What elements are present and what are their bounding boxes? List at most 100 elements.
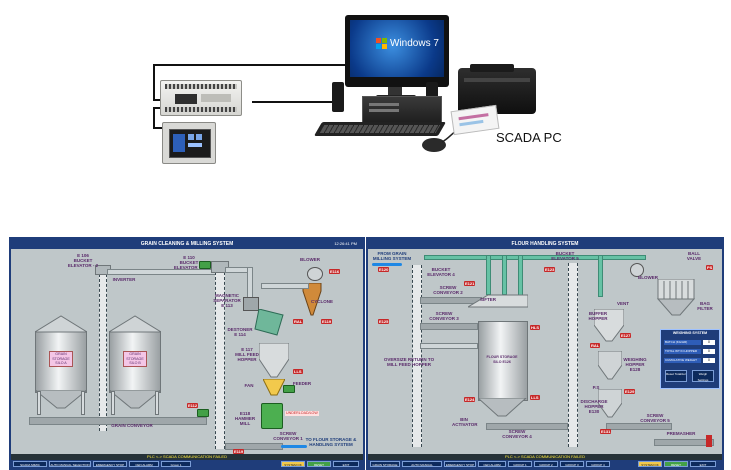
left-btn-emergency-stop[interactable]: EMERGENCY STOP xyxy=(93,461,127,467)
silo-b-roof xyxy=(109,315,161,333)
flour-silo-label: FLOUR STORAGE SILO E126 xyxy=(486,355,518,364)
tag-e120[interactable]: E120 xyxy=(378,267,390,272)
left-comm-status: PLC <-> SCADA COMMUNICATION FAILED xyxy=(11,454,363,460)
left-btn-auto-manual[interactable]: AUTO MANUAL SELECTION xyxy=(49,461,91,467)
right-btn-system-ok[interactable]: SYSTEM OK xyxy=(638,461,662,467)
dust-duct-2 xyxy=(502,255,507,295)
right-btn-emergency-stop[interactable]: EMERGENCY STOP xyxy=(444,461,476,467)
left-scada-screen: GRAIN CLEANING & MILLING SYSTEM 12:26:41… xyxy=(9,237,365,470)
label-elevator-5: BUCKET ELEVATOR 5 xyxy=(551,251,579,261)
hammer-mill xyxy=(261,403,283,429)
tag-ps[interactable]: PS xyxy=(706,265,714,270)
right-btn-reset[interactable]: RESET xyxy=(664,461,688,467)
flow-arrow-to-flour xyxy=(281,445,307,448)
plc-unit xyxy=(160,80,242,116)
label-weighing: WEIGHING HOPPER E128 xyxy=(623,357,647,372)
left-btn-scada-mimic[interactable]: SCADA MIMIC xyxy=(13,461,47,467)
weighing-row-2-value: 0 xyxy=(703,349,715,354)
left-btn-system-ok[interactable]: SYSTEM OK xyxy=(281,461,305,467)
silo-a-cone xyxy=(35,390,87,409)
hardware-photo: Windows 7 SCADA PC xyxy=(140,10,600,180)
sifter xyxy=(468,294,528,308)
tag-hls[interactable]: HLS xyxy=(530,325,540,330)
tag-e116[interactable]: E116 xyxy=(329,269,341,274)
tag-e125[interactable]: E125 xyxy=(378,319,390,324)
tag-e129[interactable]: E129 xyxy=(624,389,636,394)
tag-e131[interactable]: E131 xyxy=(600,429,612,434)
tag-e119-top[interactable]: E119 xyxy=(321,319,333,324)
silo-a-leg-1 xyxy=(37,391,41,415)
screw-conveyor-3 xyxy=(420,323,478,330)
tag-e123[interactable]: E123 xyxy=(544,267,556,272)
bucket-elevator-3 xyxy=(215,267,225,449)
cyclone-duct xyxy=(261,283,309,289)
silo-b-cone xyxy=(109,390,161,409)
right-btn-cen-alarm[interactable]: CEN ALARM xyxy=(478,461,506,467)
bucket-elevator-5 xyxy=(568,263,578,447)
weigh-settings-button[interactable]: Weigh Settings xyxy=(692,370,714,382)
weighing-row-3-value: 0 xyxy=(703,358,715,363)
left-screen-title: GRAIN CLEANING & MILLING SYSTEM xyxy=(11,239,363,249)
label-oversize: OVERSIZE RETURN TO MILL FEED HOPPER xyxy=(383,357,435,367)
premasher-outlet xyxy=(706,435,712,447)
left-btn-cen-alarm[interactable]: CEN ALARM xyxy=(129,461,159,467)
right-btn-group-3[interactable]: GROUP 3 xyxy=(560,461,584,467)
silo-b-label: GRAIN STORAGE SILO B xyxy=(123,351,147,367)
weighing-row-3-label: CUMULATIVE WEIGHT xyxy=(664,358,701,363)
label-screw-5: SCREW CONVEYOR 5 xyxy=(640,413,670,423)
left-screen-clock: 12:26:41 PM xyxy=(334,241,357,246)
flour-silo-cone xyxy=(478,398,527,417)
label-inverter: INVERTER xyxy=(112,277,136,282)
right-btn-exit[interactable]: EXIT xyxy=(690,461,716,467)
weighing-hopper xyxy=(598,351,622,380)
silo-b-leg-1 xyxy=(111,391,115,415)
left-btn-reset[interactable]: RESET xyxy=(307,461,331,467)
silo-a-roof xyxy=(35,315,87,333)
right-btn-group-1[interactable]: GROUP 1 xyxy=(508,461,532,467)
right-screen-title: FLOUR HANDLING SYSTEM xyxy=(368,239,722,249)
destoner xyxy=(254,309,284,336)
tag-e112[interactable]: E112 xyxy=(187,403,199,408)
buffer-hopper xyxy=(594,309,624,342)
monitor-stand xyxy=(388,87,402,95)
tag-lls[interactable]: LLS xyxy=(530,395,540,400)
tag-ral[interactable]: RAL xyxy=(293,319,304,324)
label-from-grain: FROM GRAIN MILLING SYSTEM xyxy=(372,251,412,261)
tag-lls[interactable]: LLS xyxy=(293,369,303,374)
tag-e124[interactable]: E124 xyxy=(464,397,476,402)
right-scada-screen: FLOUR HANDLING SYSTEM FROM GRAIN MILLING… xyxy=(366,237,724,470)
dust-duct-1 xyxy=(486,255,491,295)
label-hammer-mill: E118 HAMMER MILL xyxy=(234,411,256,426)
dust-duct-4 xyxy=(598,255,603,297)
label-buffer: BUFFER HOPPER xyxy=(588,311,608,321)
pc-label: SCADA PC xyxy=(496,130,562,145)
right-btn-auto-manual[interactable]: AUTO MANUAL SELECTION xyxy=(402,461,442,467)
silo-a-label: GRAIN STORAGE SILO A xyxy=(49,351,73,367)
left-btn-exit[interactable]: EXIT xyxy=(333,461,359,467)
os-logo-text: Windows 7 xyxy=(390,38,439,49)
right-btn-grain-storage[interactable]: GRAIN STORAGE xyxy=(370,461,400,467)
keyboard xyxy=(313,122,447,136)
conveyor-motor-icon[interactable] xyxy=(197,409,209,417)
oversize-return xyxy=(420,343,478,349)
premasher xyxy=(654,439,714,446)
right-btn-group-4[interactable]: GROUP 4 xyxy=(586,461,610,467)
tag-ral[interactable]: RAL xyxy=(590,343,601,348)
elevator-3-motor-icon[interactable] xyxy=(199,261,211,269)
silo-a-leg-2 xyxy=(81,391,85,415)
left-button-bar: SCADA MIMIC AUTO MANUAL SELECTION EMERGE… xyxy=(11,460,363,468)
reset-totalizer-button[interactable]: Reset Totalizer xyxy=(665,370,687,382)
label-blower: BLOWER xyxy=(300,257,320,262)
right-btn-group-2[interactable]: GROUP 2 xyxy=(534,461,558,467)
label-fan: FAN xyxy=(244,383,254,388)
grain-conveyor xyxy=(29,417,207,425)
right-button-bar: GRAIN STORAGE AUTO MANUAL SELECTION EMER… xyxy=(368,460,722,468)
feeder-motor-icon[interactable] xyxy=(283,385,295,393)
hmi-panel xyxy=(162,122,216,164)
tag-e119[interactable]: E119 xyxy=(233,449,245,454)
left-btn-group-1[interactable]: Group 1 xyxy=(161,461,191,467)
label-elevator-4: BUCKET ELEVATOR 4 xyxy=(427,267,455,277)
label-ball-valve: BALL VALVE xyxy=(686,251,702,261)
tag-e127[interactable]: E127 xyxy=(620,333,632,338)
tag-e121[interactable]: E121 xyxy=(464,281,476,286)
